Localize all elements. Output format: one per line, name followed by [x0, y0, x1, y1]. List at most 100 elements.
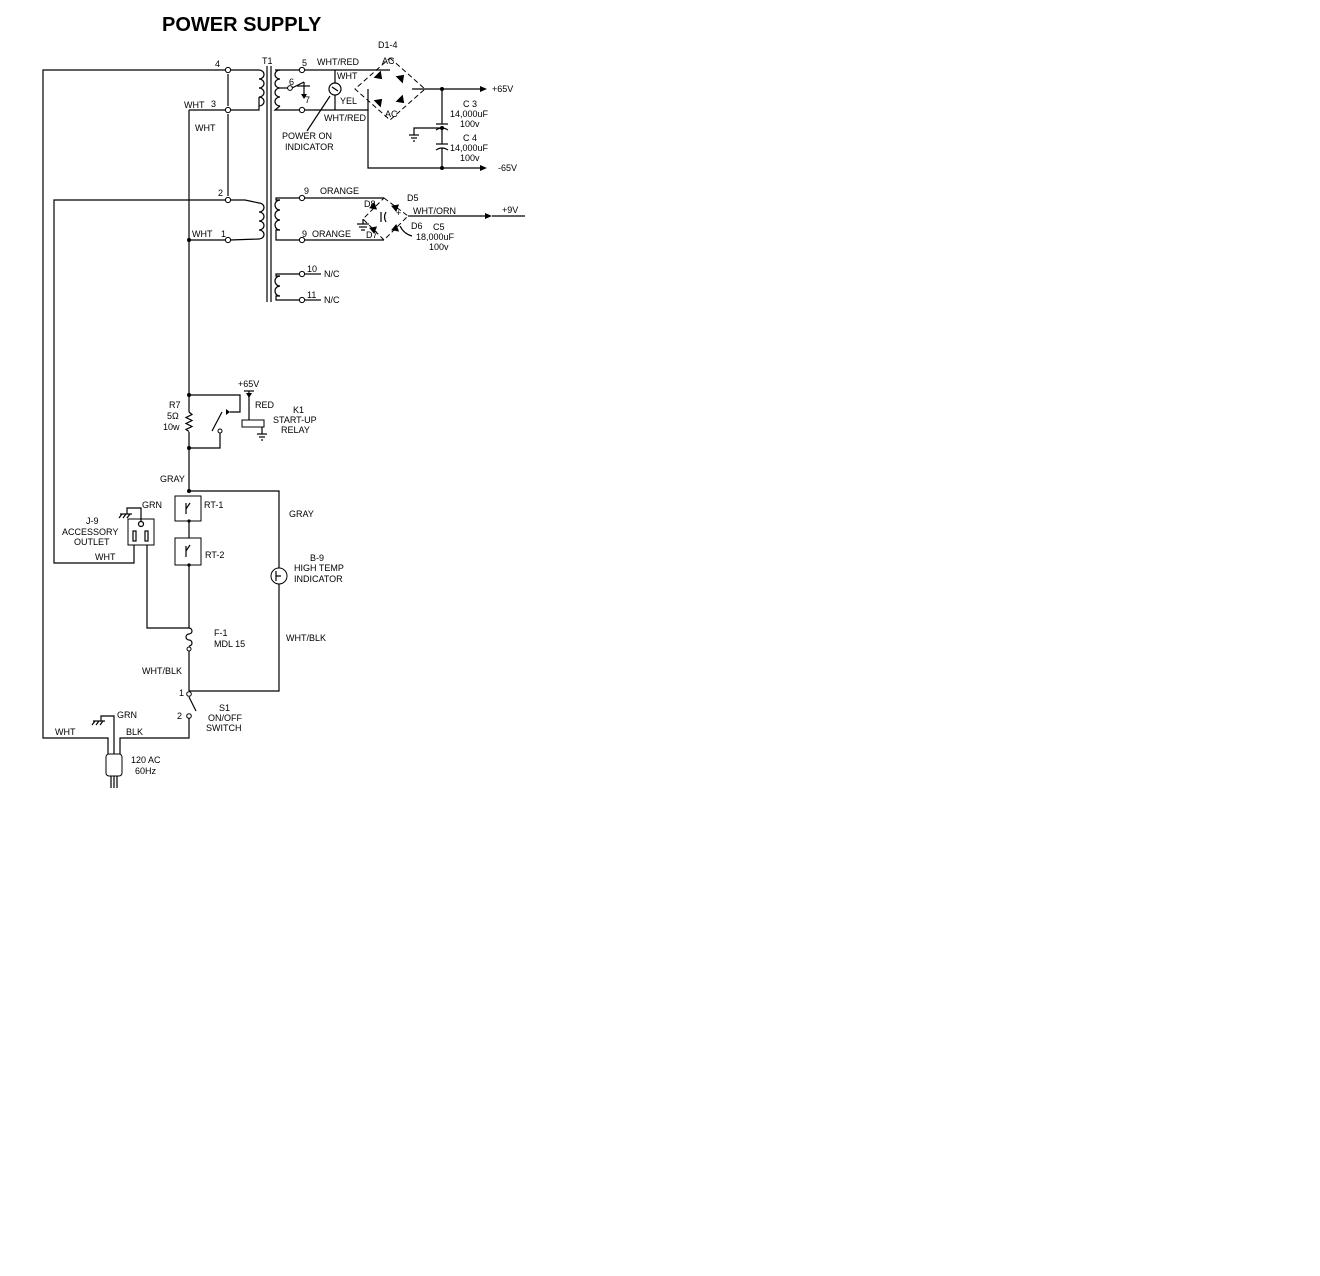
label-d5: D5	[407, 193, 419, 203]
label-pin6: 6	[289, 77, 294, 87]
label-k1-relay: RELAY	[281, 425, 310, 435]
terminal-pin4	[224, 66, 232, 74]
label-wht3: WHT	[184, 100, 205, 110]
lv-secondary: 9 9 ORANGE ORANGE D8 D5 D7 D6 WHT/ORN +9…	[275, 186, 525, 252]
label-whtblk-right: WHT/BLK	[286, 633, 326, 643]
switch-pin2-terminal	[186, 713, 192, 719]
fuse-f1: F-1 MDL 15 WHT/BLK	[142, 627, 245, 691]
arrow-neg65	[480, 165, 487, 171]
label-yel: YEL	[340, 96, 357, 106]
label-c5: C5	[433, 222, 445, 232]
label-b9: B-9	[310, 553, 324, 563]
label-r7-power: 10w	[163, 422, 180, 432]
terminal-pin1	[224, 236, 232, 244]
wire-pin11	[275, 295, 300, 301]
resistor-r7	[184, 411, 194, 432]
label-r7: R7	[169, 400, 181, 410]
label-pin1: 1	[221, 229, 226, 239]
switch-s1: 1 2 S1 ON/OFF SWITCH	[119, 688, 242, 754]
wire-pin10	[275, 273, 300, 277]
label-grn-mains: GRN	[117, 710, 137, 720]
terminal-pin9b	[298, 236, 306, 244]
label-ac-top: AC	[382, 56, 395, 66]
thermostat-rt1	[174, 495, 202, 522]
label-ac-bottom: AC	[385, 109, 398, 119]
terminal-pin9a	[298, 194, 306, 202]
label-d7: D7	[366, 230, 378, 240]
label-switch-pin1: 1	[179, 688, 184, 698]
label-onoff: ON/OFF	[208, 713, 242, 723]
label-wht: WHT	[337, 71, 358, 81]
label-outlet: OUTLET	[74, 537, 110, 547]
diode-d3	[373, 98, 383, 108]
diode-d4	[395, 94, 405, 104]
high-temp-lamp-filament	[275, 571, 281, 581]
label-high-temp-indicator: INDICATOR	[294, 574, 343, 584]
leader-c5	[399, 225, 413, 237]
terminal-pin5	[298, 66, 306, 74]
label-pos65: +65V	[492, 84, 513, 94]
wire-relay-bottom	[189, 433, 221, 449]
diagram-title: POWER SUPPLY	[162, 14, 322, 36]
startup-circuit: +65V RED R7 5Ω 10w K1 START-UP RELAY	[163, 379, 317, 491]
outlet-slot-left	[132, 530, 137, 542]
wire-coil-pin-bottom	[273, 105, 300, 111]
label-whtred-top: WHT/RED	[317, 57, 359, 67]
label-pin9b: 9	[302, 229, 307, 239]
terminal-pin2	[224, 196, 232, 204]
label-c5-value: 18,000uF	[416, 232, 455, 242]
fuse-terminal	[186, 646, 192, 652]
label-c3-value: 14,000uF	[450, 109, 489, 119]
mains-plug: WHT GRN BLK 120 AC 60Hz	[55, 710, 161, 788]
bridge-d1-4-outline	[354, 57, 426, 121]
wire-whtred-bottom	[305, 109, 442, 169]
label-whtorn: WHT/ORN	[413, 206, 456, 216]
leader-power-on	[306, 95, 331, 132]
label-whtred-bottom: WHT/RED	[324, 113, 366, 123]
wire-coil-pin9b	[275, 229, 300, 241]
diode-d7	[369, 226, 378, 234]
label-switch: SWITCH	[206, 723, 242, 733]
unused-winding: 10 11 N/C N/C	[275, 264, 340, 305]
label-c4: C 4	[463, 133, 477, 143]
label-relay-supply: +65V	[238, 379, 259, 389]
secondary-coil-lv	[274, 199, 281, 231]
wire-coil-pin9a	[275, 197, 300, 201]
c5-plate-right	[383, 211, 387, 223]
label-pin7: 7	[305, 95, 310, 105]
label-pin10: 10	[307, 264, 317, 274]
label-pin5: 5	[302, 58, 307, 68]
label-k1-startup: START-UP	[273, 415, 317, 425]
terminal-hv-bottom	[298, 106, 306, 114]
outlet-ground-pin	[137, 520, 145, 528]
switch-lever	[188, 696, 197, 712]
label-high-temp: HIGH TEMP	[294, 563, 344, 573]
rt2-contact	[185, 544, 191, 557]
label-neg65: -65V	[498, 163, 517, 173]
outlet-slot-right	[144, 530, 149, 542]
label-red: RED	[255, 400, 275, 410]
terminal-pin11	[298, 296, 306, 304]
arrow-relay-supply	[246, 393, 252, 398]
label-power-on: POWER ON	[282, 131, 332, 141]
diode-d5	[391, 204, 400, 212]
label-c3: C 3	[463, 99, 477, 109]
c5-polarity: +	[396, 208, 401, 218]
label-mdl15: MDL 15	[214, 639, 245, 649]
junction-rt2-bottom	[187, 563, 191, 567]
transformer-t1: T1	[258, 56, 281, 302]
label-orange-bottom: ORANGE	[312, 229, 351, 239]
label-pin11: 11	[307, 290, 316, 300]
relay-k1-coil	[241, 419, 265, 428]
label-grn-outlet: GRN	[142, 500, 162, 510]
label-nc-a: N/C	[324, 269, 340, 279]
wire-pin1-coil	[229, 238, 260, 241]
label-switch-pin2: 2	[177, 711, 182, 721]
label-wht1: WHT	[192, 229, 213, 239]
label-f1: F-1	[214, 628, 228, 638]
label-gray-left: GRAY	[160, 474, 185, 484]
junction-neg65	[440, 166, 444, 170]
accessory-outlet: GRN J-9 ACCESSORY OUTLET WHT	[62, 500, 189, 629]
label-orange-top: ORANGE	[320, 186, 359, 196]
switch-pin1-terminal	[186, 691, 192, 697]
